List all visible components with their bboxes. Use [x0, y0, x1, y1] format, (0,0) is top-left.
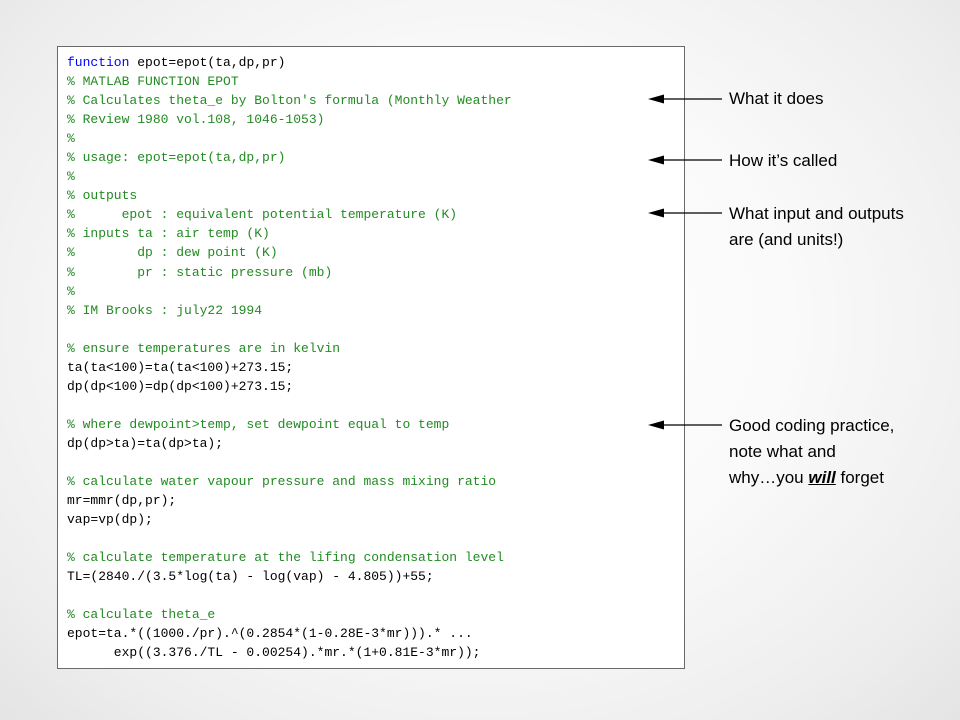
- callout-inputs-outputs: What input and outputs are (and units!): [729, 201, 904, 253]
- code-comment-line: % calculate water vapour pressure and ma…: [67, 474, 497, 490]
- code-statement-line: dp(dp>ta)=ta(dp>ta);: [67, 435, 224, 451]
- callout-line3-prefix: why…you: [729, 468, 809, 487]
- code-comment-line: %: [67, 283, 75, 299]
- code-comment-line: % Review 1980 vol.108, 1046-1053): [67, 112, 325, 128]
- code-comment-line: % IM Brooks : july22 1994: [67, 302, 263, 318]
- function-signature: epot=epot(ta,dp,pr): [129, 55, 286, 70]
- callout-emphasis-will: will: [808, 468, 836, 487]
- code-comment-line: %: [67, 169, 75, 185]
- callout-what-it-does: What it does: [729, 89, 824, 108]
- code-statement-line: mr=mmr(dp,pr);: [67, 493, 177, 509]
- code-blank-line: [67, 320, 512, 339]
- callout-inputs-outputs-line1: What input and outputs: [729, 204, 904, 223]
- code-statement-line: epot=ta.*((1000./pr).^(0.2854*(1-0.28E-3…: [67, 626, 473, 642]
- code-statement-line: TL=(2840./(3.5*log(ta) - log(vap) - 4.80…: [67, 569, 434, 585]
- code-comment-line: % pr : static pressure (mb): [67, 264, 333, 280]
- callout-how-called: How it’s called: [729, 151, 838, 170]
- code-comment-line: % usage: epot=epot(ta,dp,pr): [67, 150, 286, 166]
- callout-line3-suffix: forget: [835, 468, 884, 487]
- callout-good-practice-line1: Good coding practice,: [729, 416, 895, 435]
- code-comment-line: % outputs: [67, 188, 138, 204]
- function-keyword: function: [67, 55, 130, 70]
- code-comment-line: % calculate theta_e: [67, 607, 216, 623]
- code-statement-line: ta(ta<100)=ta(ta<100)+273.15;: [67, 359, 294, 375]
- code-comment-line: % MATLAB FUNCTION EPOT: [67, 74, 239, 90]
- code-statement-line: dp(dp<100)=dp(dp<100)+273.15;: [67, 378, 294, 394]
- code-comment-line: % dp : dew point (K): [67, 245, 278, 261]
- code-listing-panel: function epot=epot(ta,dp,pr) % MATLAB FU…: [57, 46, 685, 669]
- code-comment-line: % where dewpoint>temp, set dewpoint equa…: [67, 416, 450, 432]
- code-line-function-signature: function epot=epot(ta,dp,pr): [67, 53, 512, 72]
- code-blank-line: [67, 529, 512, 548]
- code-comment-line: %: [67, 131, 75, 147]
- callout-inputs-outputs-line2: are (and units!): [729, 230, 844, 249]
- code-blank-line: [67, 396, 512, 415]
- code-statement-line: exp((3.376./TL - 0.00254).*mr.*(1+0.81E-…: [67, 645, 481, 661]
- code-comment-line: % ensure temperatures are in kelvin: [67, 340, 341, 356]
- callout-good-practice-line2: note what and: [729, 442, 836, 461]
- code-listing: function epot=epot(ta,dp,pr) % MATLAB FU…: [67, 53, 512, 663]
- code-blank-line: [67, 586, 512, 605]
- code-statement-line: vap=vp(dp);: [67, 512, 153, 528]
- code-comment-line: % calculate temperature at the lifing co…: [67, 550, 504, 566]
- callout-good-practice: Good coding practice, note what and why…yo…: [729, 413, 894, 491]
- code-comment-line: % inputs ta : air temp (K): [67, 226, 270, 242]
- code-comment-line: % Calculates theta_e by Bolton's formula…: [67, 93, 512, 109]
- code-blank-line: [67, 453, 512, 472]
- callout-good-practice-line3: why…you will forget: [729, 465, 894, 491]
- code-comment-line: % epot : equivalent potential temperatur…: [67, 207, 458, 223]
